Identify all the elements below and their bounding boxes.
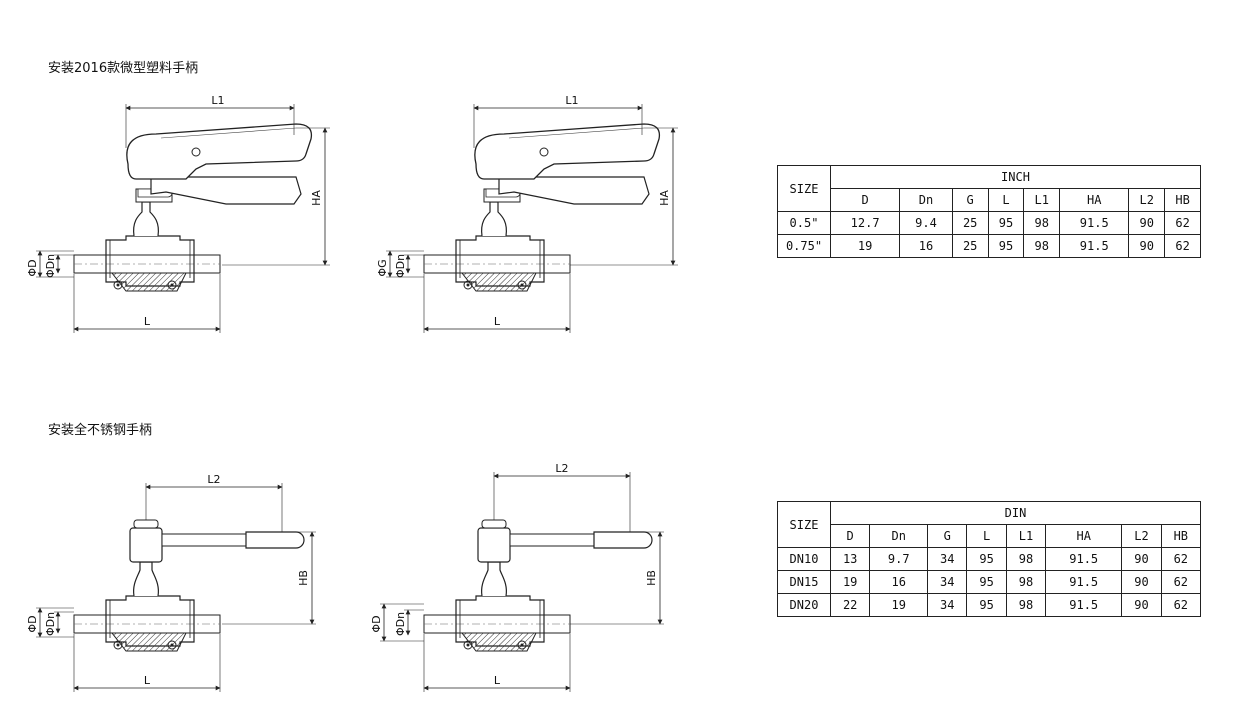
- table-cell: 98: [1023, 234, 1061, 258]
- group-header: INCH: [830, 165, 1201, 189]
- col-header: L: [987, 188, 1025, 212]
- table-cell: 91.5: [1059, 234, 1130, 258]
- dim-label-d: ΦD: [370, 615, 383, 632]
- dim-label-dn: ΦDn: [394, 612, 407, 636]
- table-cell: 19: [869, 593, 929, 617]
- dim-label-ha: HA: [658, 190, 671, 206]
- table-cell: 91.5: [1045, 593, 1123, 617]
- table-row: 0.5" 12.7 9.4 25 95 98 91.5 90 62: [777, 211, 1201, 235]
- drawing-steel-thread: L2 HB L ΦD ΦDn: [370, 462, 664, 692]
- table-cell: 25: [951, 211, 989, 235]
- col-header: G: [951, 188, 989, 212]
- table-cell: 91.5: [1045, 547, 1123, 571]
- drawing-steel-dn: L2 HB L ΦD ΦDn: [26, 473, 316, 692]
- caption-steel-handle: 安装全不锈钢手柄: [48, 423, 153, 438]
- col-header: HA: [1045, 524, 1123, 548]
- dim-label-l2: L2: [555, 462, 568, 475]
- table-cell: 34: [927, 593, 968, 617]
- size-header: SIZE: [777, 165, 831, 212]
- dim-label-hb: HB: [645, 570, 658, 586]
- table-cell: 19: [829, 234, 901, 258]
- table-cell: 98: [1005, 570, 1047, 594]
- col-header: Dn: [869, 524, 929, 548]
- caption-plastic-handle: 安装2016款微型塑料手柄: [48, 61, 199, 76]
- dim-label-l1: L1: [565, 94, 578, 107]
- col-header: D: [829, 524, 871, 548]
- drawing-plastic-dn: L1 HA L ΦD ΦDn: [26, 94, 330, 333]
- table-cell: 90: [1128, 211, 1166, 235]
- col-header: L2: [1121, 524, 1162, 548]
- table-cell: 98: [1005, 547, 1047, 571]
- table-cell: DN15: [777, 570, 831, 594]
- table-cell: 25: [951, 234, 989, 258]
- table-cell: 62: [1160, 570, 1202, 594]
- group-header: DIN: [830, 501, 1201, 525]
- col-header: L2: [1128, 188, 1166, 212]
- dim-label-l1: L1: [211, 94, 224, 107]
- table-cell: 13: [829, 547, 871, 571]
- dim-label-l: L: [144, 315, 151, 328]
- table-cell: 0.75": [777, 234, 831, 258]
- table-cell: 62: [1160, 593, 1202, 617]
- dim-label-dn: ΦDn: [394, 254, 407, 278]
- table-cell: 95: [966, 593, 1007, 617]
- inch-spec-table: SIZE INCH D Dn G L L1 HA L2 HB 0.5" 12.7…: [777, 165, 1201, 258]
- dim-label-d: ΦD: [26, 259, 39, 276]
- table-cell: 9.7: [869, 547, 929, 571]
- table-cell: 95: [966, 570, 1007, 594]
- table-cell: 0.5": [777, 211, 831, 235]
- table-cell: 12.7: [829, 211, 901, 235]
- table-cell: 16: [899, 234, 953, 258]
- table-cell: 90: [1121, 570, 1162, 594]
- table-cell: 98: [1005, 593, 1047, 617]
- dim-label-l: L: [494, 674, 501, 687]
- dim-label-l2: L2: [207, 473, 220, 486]
- col-header: HB: [1164, 188, 1201, 212]
- din-spec-table: SIZE DIN D Dn G L L1 HA L2 HB DN10 13 9.…: [777, 501, 1202, 617]
- dim-label-g: ΦG: [376, 259, 389, 276]
- col-header: L1: [1023, 188, 1061, 212]
- drawing-plastic-g: L1 HA L ΦG ΦDn: [376, 94, 678, 333]
- dim-label-dn: ΦDn: [44, 612, 57, 636]
- dim-label-d: ΦD: [26, 615, 39, 632]
- table-cell: 34: [927, 547, 968, 571]
- col-header: G: [927, 524, 968, 548]
- dim-label-dn: ΦDn: [44, 254, 57, 278]
- size-header: SIZE: [777, 501, 831, 548]
- table-cell: 95: [987, 211, 1025, 235]
- table-row: DN20 22 19 34 95 98 91.5 90 62: [777, 593, 1202, 617]
- table-row: DN10 13 9.7 34 95 98 91.5 90 62: [777, 547, 1202, 571]
- dim-label-hb: HB: [297, 570, 310, 586]
- col-header: L1: [1005, 524, 1047, 548]
- col-header: D: [829, 188, 901, 212]
- table-cell: 90: [1128, 234, 1166, 258]
- col-header: HB: [1160, 524, 1202, 548]
- dim-label-ha: HA: [310, 190, 323, 206]
- table-cell: 91.5: [1045, 570, 1123, 594]
- table-cell: 19: [829, 570, 871, 594]
- table-row: DN15 19 16 34 95 98 91.5 90 62: [777, 570, 1202, 594]
- table-cell: 9.4: [899, 211, 953, 235]
- table-cell: 98: [1023, 211, 1061, 235]
- dim-label-l: L: [144, 674, 151, 687]
- table-row: 0.75" 19 16 25 95 98 91.5 90 62: [777, 234, 1201, 258]
- table-cell: 90: [1121, 547, 1162, 571]
- table-cell: 91.5: [1059, 211, 1130, 235]
- table-cell: 62: [1164, 234, 1201, 258]
- col-header: Dn: [899, 188, 953, 212]
- table-cell: 95: [987, 234, 1025, 258]
- col-header: HA: [1059, 188, 1130, 212]
- table-cell: 90: [1121, 593, 1162, 617]
- table-cell: 95: [966, 547, 1007, 571]
- table-cell: DN20: [777, 593, 831, 617]
- table-cell: 34: [927, 570, 968, 594]
- table-cell: 22: [829, 593, 871, 617]
- table-cell: DN10: [777, 547, 831, 571]
- col-header: L: [966, 524, 1007, 548]
- dim-label-l: L: [494, 315, 501, 328]
- table-cell: 62: [1160, 547, 1202, 571]
- table-cell: 62: [1164, 211, 1201, 235]
- table-cell: 16: [869, 570, 929, 594]
